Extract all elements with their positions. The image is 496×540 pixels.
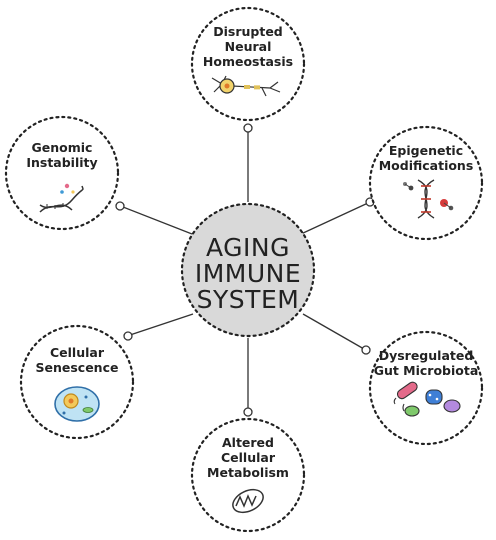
dna-molecule-icon	[403, 179, 454, 219]
gut-label-2: Gut Microbiota	[374, 363, 479, 378]
dot-senescence	[123, 331, 133, 341]
neural-label-3: Homeostasis	[203, 54, 293, 69]
node-gut: Dysregulated Gut Microbiota	[374, 348, 479, 417]
epigenetic-label-2: Modifications	[379, 158, 474, 173]
node-genomic-circle	[4, 115, 120, 231]
center-line-1: AGING	[206, 233, 290, 262]
node-genomic: Genomic Instability	[26, 140, 98, 213]
center-line-3: SYSTEM	[197, 285, 300, 314]
connector-genomic	[122, 206, 193, 235]
dna-strand-icon	[39, 183, 84, 213]
epigenetic-label-1: Epigenetic	[389, 143, 463, 158]
metabolism-label-3: Metabolism	[207, 465, 289, 480]
node-metabolism-circle	[190, 417, 306, 533]
connector-gut	[302, 313, 365, 350]
genomic-label-2: Instability	[26, 155, 97, 170]
center-line-2: IMMUNE	[195, 259, 301, 288]
metabolism-label-2: Cellular	[221, 450, 276, 465]
mitochondria-icon	[232, 488, 264, 514]
senescence-label-1: Cellular	[50, 345, 105, 360]
gut-label-1: Dysregulated	[379, 348, 474, 363]
dot-neural	[243, 123, 253, 133]
node-gut-circle	[368, 330, 484, 446]
genomic-label-1: Genomic	[32, 140, 93, 155]
center-node: AGING IMMUNE SYSTEM	[180, 202, 316, 338]
neuron-icon	[211, 75, 281, 97]
node-senescence: Cellular Senescence	[36, 345, 119, 422]
connector-epigenetic	[300, 202, 369, 235]
node-neural-circle	[190, 6, 306, 122]
dot-genomic	[115, 201, 125, 211]
dot-gut	[361, 345, 371, 355]
cell-icon	[54, 386, 100, 422]
neural-label-1: Disrupted	[213, 24, 283, 39]
metabolism-label-1: Altered	[222, 435, 274, 450]
bacteria-icon	[393, 381, 461, 417]
node-epigenetic-circle	[368, 125, 484, 241]
connector-senescence	[129, 313, 194, 336]
node-neural: Disrupted Neural Homeostasis	[203, 24, 293, 97]
node-senescence-circle	[19, 324, 135, 440]
dot-metabolism	[243, 407, 253, 417]
connectors	[122, 130, 369, 410]
senescence-label-2: Senescence	[36, 360, 119, 375]
node-epigenetic: Epigenetic Modifications	[379, 143, 474, 219]
neural-label-2: Neural	[225, 39, 272, 54]
node-metabolism: Altered Cellular Metabolism	[207, 435, 289, 514]
